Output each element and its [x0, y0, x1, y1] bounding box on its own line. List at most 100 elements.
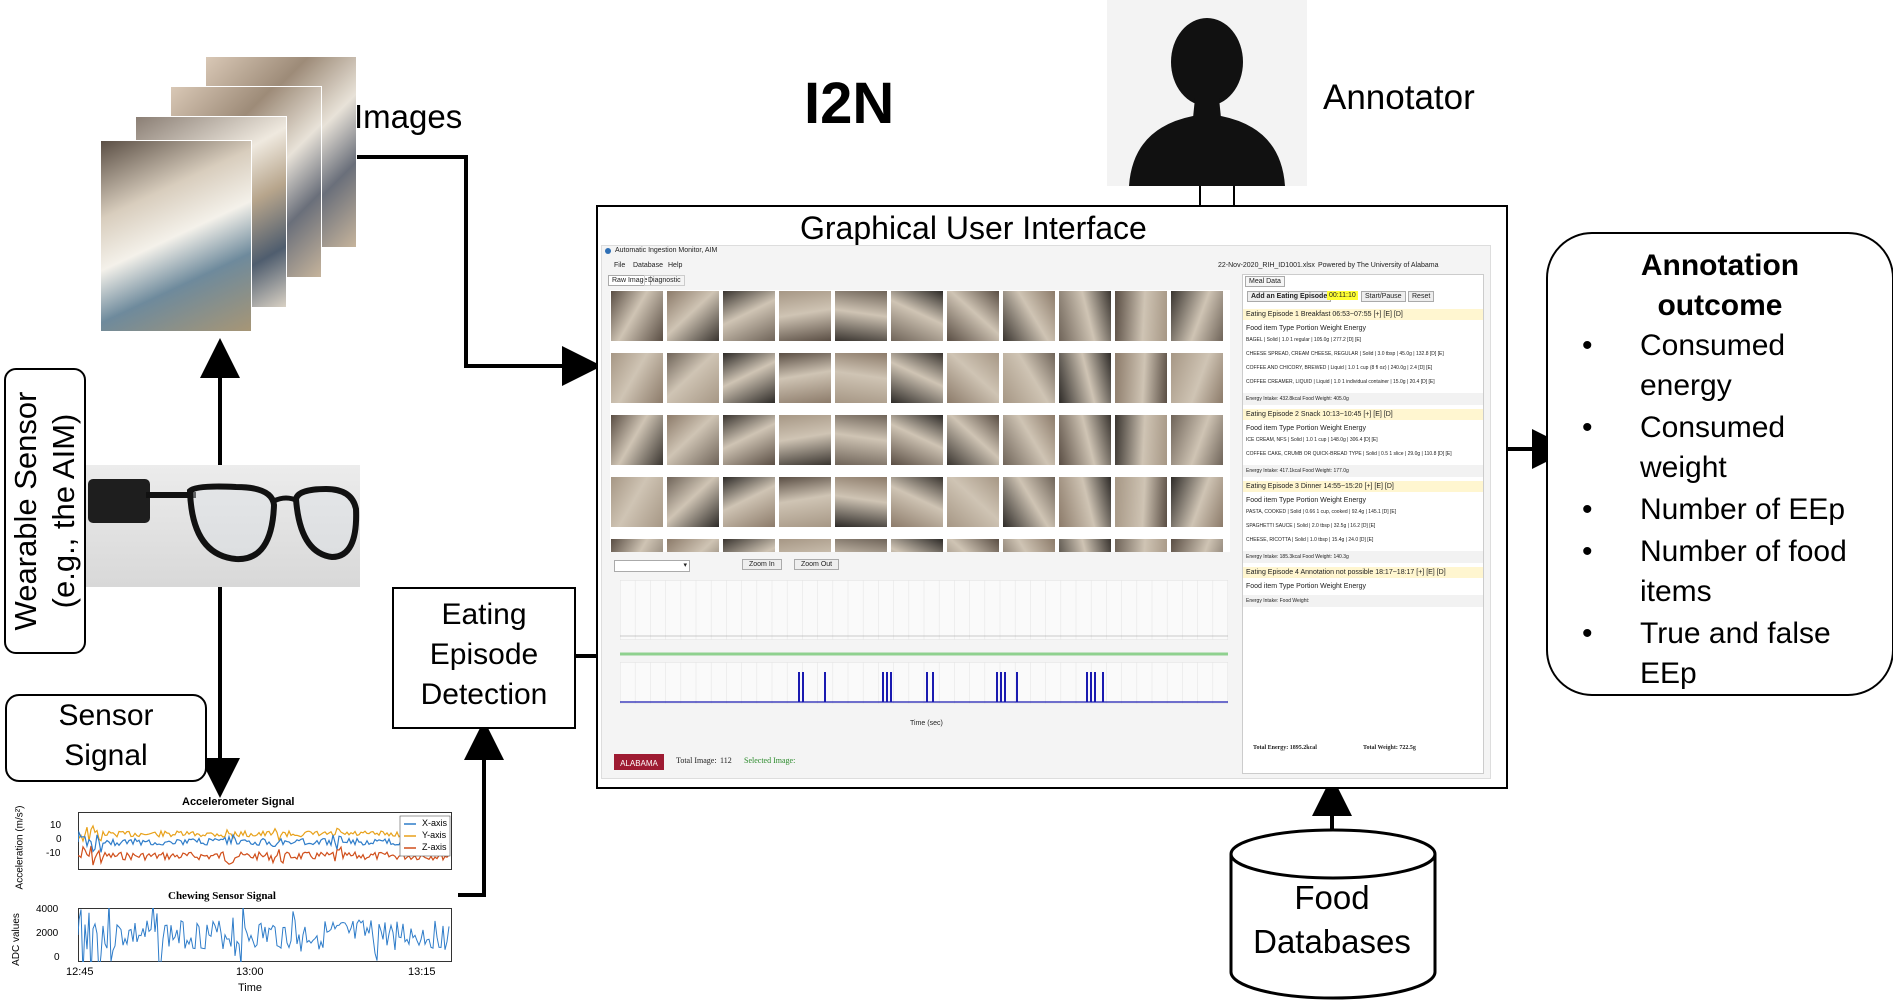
food-item-row[interactable]: BAGEL | Solid | 1.0 1 regular | 105.0g |… — [1246, 337, 1362, 343]
start-pause-button[interactable]: Start/Pause — [1361, 291, 1406, 302]
thumbnail-image[interactable] — [722, 538, 776, 552]
add-episode-button[interactable]: Add an Eating Episode — [1247, 291, 1332, 302]
thumbnail-image[interactable] — [1002, 290, 1056, 342]
detected-pulse — [890, 672, 892, 702]
thumbnail-image[interactable] — [890, 476, 944, 528]
thumbnail-image[interactable] — [834, 414, 888, 466]
thumbnail-image[interactable] — [722, 476, 776, 528]
detected-pulse — [1000, 672, 1002, 702]
accel-tick-neg10: -10 — [46, 848, 61, 859]
thumbnail-image[interactable] — [1114, 290, 1168, 342]
menu-database[interactable]: Database — [633, 262, 663, 269]
thumbnail-image[interactable] — [666, 352, 720, 404]
thumbnail-image[interactable] — [778, 476, 832, 528]
food-item-row[interactable]: CHEESE SPREAD, CREAM CHEESE, REGULAR | S… — [1246, 351, 1444, 357]
annotator-label: Annotator — [1323, 78, 1475, 117]
thumbnail-image[interactable] — [1114, 414, 1168, 466]
thumbnail-image[interactable] — [1002, 352, 1056, 404]
thumbnail-image[interactable] — [1002, 414, 1056, 466]
thumbnail-image[interactable] — [778, 414, 832, 466]
thumbnail-image[interactable] — [778, 538, 832, 552]
episode-col-headers: Food item Type Portion Weight Energy — [1246, 425, 1366, 432]
thumbnail-image[interactable] — [946, 352, 1000, 404]
food-item-row[interactable]: COFFEE CREAMER, LIQUID | Liquid | 1.0 1 … — [1246, 379, 1435, 385]
thumbnail-image[interactable] — [610, 352, 664, 404]
thumbnail-image[interactable] — [946, 414, 1000, 466]
thumbnail-image[interactable] — [946, 290, 1000, 342]
thumbnail-image[interactable] — [666, 476, 720, 528]
logo-text: ALABAMA — [620, 759, 658, 768]
thumbnail-image[interactable] — [890, 290, 944, 342]
thumbnail-image[interactable] — [1002, 538, 1056, 552]
food-item-row[interactable]: SPAGHETTI SAUCE | Solid | 2.0 tbsp | 32.… — [1246, 523, 1376, 529]
food-item-row[interactable]: PASTA, COOKED | Solid | 0.66 1 cup, cook… — [1246, 509, 1397, 515]
thumbnail-image[interactable] — [890, 538, 944, 552]
legend-z-axis: Z-axis — [422, 842, 447, 852]
detected-pulse — [882, 672, 884, 702]
thumbnail-image[interactable] — [946, 476, 1000, 528]
detected-pulse — [1094, 672, 1096, 702]
thumbnail-image[interactable] — [1170, 476, 1224, 528]
thumbnail-image[interactable] — [890, 414, 944, 466]
detected-pulse — [1102, 672, 1104, 702]
alabama-logo: ALABAMA — [614, 754, 664, 770]
episode-col-headers: Food item Type Portion Weight Energy — [1246, 583, 1366, 590]
accel-tick-10: 10 — [50, 820, 62, 831]
wearable-sensor-label: Wearable Sensor (e.g., the AIM) — [7, 392, 83, 631]
thumbnail-image[interactable] — [1170, 414, 1224, 466]
food-item-row[interactable]: COFFEE AND CHICORY, BREWED | Liquid | 1.… — [1246, 365, 1433, 371]
detected-pulse — [802, 672, 804, 702]
thumbnail-image[interactable] — [610, 476, 664, 528]
thumbnail-image[interactable] — [666, 538, 720, 552]
food-database-cylinder — [1229, 828, 1437, 1000]
zoom-in-button[interactable]: Zoom In — [742, 559, 782, 570]
thumbnail-image[interactable] — [610, 414, 664, 466]
thumbnail-image[interactable] — [834, 476, 888, 528]
thumbnail-image[interactable] — [1170, 538, 1224, 552]
thumbnail-image[interactable] — [610, 538, 664, 552]
thumbnail-image[interactable] — [946, 538, 1000, 552]
thumbnail-image[interactable] — [722, 414, 776, 466]
tab-meal-data[interactable]: Meal Data — [1245, 276, 1285, 287]
thumbnail-image[interactable] — [1170, 290, 1224, 342]
menu-file[interactable]: File — [614, 262, 626, 269]
thumbnail-image[interactable] — [722, 352, 776, 404]
arrow-signal-to-detection — [458, 720, 504, 897]
food-item-row[interactable]: COFFEE CAKE, CRUMB OR QUICK-BREAD TYPE |… — [1246, 451, 1452, 457]
thumbnail-image[interactable] — [834, 352, 888, 404]
thumbnail-image[interactable] — [666, 290, 720, 342]
tab-diagnostic[interactable]: Diagnostic — [644, 275, 685, 286]
reset-button[interactable]: Reset — [1408, 291, 1435, 302]
thumbnail-image[interactable] — [1058, 414, 1112, 466]
menu-help[interactable]: Help — [668, 262, 683, 269]
diagnostic-lower-plot — [620, 662, 1228, 704]
thumbnail-image[interactable] — [778, 352, 832, 404]
time-tick-1300: 13:00 — [236, 966, 264, 978]
thumbnail-image[interactable] — [1170, 352, 1224, 404]
thumbnail-image[interactable] — [834, 538, 888, 552]
thumbnail-image[interactable] — [1058, 352, 1112, 404]
thumbnail-image[interactable] — [1114, 538, 1168, 552]
zoom-out-button[interactable]: Zoom Out — [794, 559, 840, 570]
accel-x-line — [78, 830, 450, 853]
thumbnail-image[interactable] — [834, 290, 888, 342]
thumbnail-image[interactable] — [1058, 538, 1112, 552]
thumbnail-image[interactable] — [722, 290, 776, 342]
tab-raw-image[interactable]: Raw Image — [608, 275, 652, 286]
food-item-row[interactable]: ICE CREAM, NFS | Solid | 1.0 1 cup | 148… — [1246, 437, 1378, 443]
detection-line — [620, 652, 1228, 656]
thumbnail-image[interactable] — [1114, 476, 1168, 528]
thumbnail-image[interactable] — [778, 290, 832, 342]
episode-col-headers: Food item Type Portion Weight Energy — [1246, 497, 1366, 504]
wearable-sensor-box: Wearable Sensor (e.g., the AIM) — [4, 368, 86, 654]
food-item-row[interactable]: CHEESE, RICOTTA | Solid | 1.0 tbsp | 15.… — [1246, 537, 1374, 543]
thumbnail-image[interactable] — [1058, 290, 1112, 342]
range-select[interactable]: ▾ — [614, 560, 690, 572]
thumbnail-image[interactable] — [1002, 476, 1056, 528]
aim-glasses-photo — [86, 465, 360, 587]
thumbnail-image[interactable] — [1114, 352, 1168, 404]
thumbnail-image[interactable] — [1058, 476, 1112, 528]
thumbnail-image[interactable] — [666, 414, 720, 466]
thumbnail-image[interactable] — [890, 352, 944, 404]
thumbnail-image[interactable] — [610, 290, 664, 342]
